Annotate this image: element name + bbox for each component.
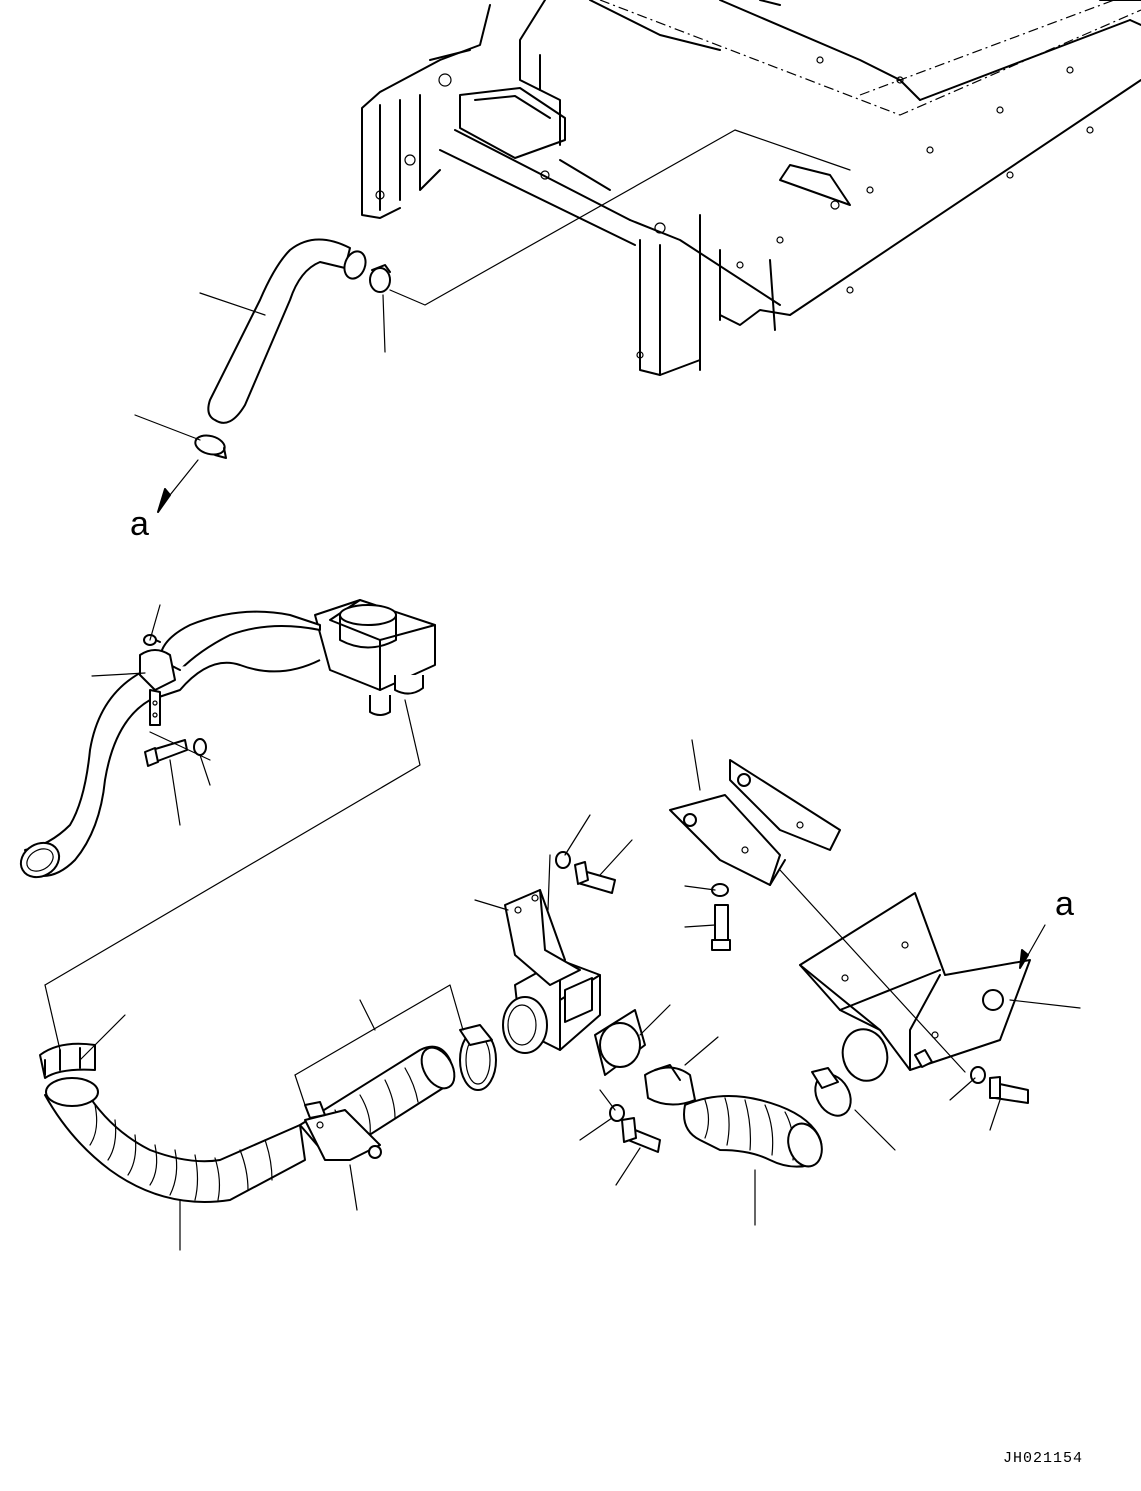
leader-lines-mid-left <box>44 604 421 986</box>
bolt-and-washer-mid-left <box>144 738 207 767</box>
duct-bracket <box>304 1101 382 1161</box>
leader-lines-top <box>134 129 851 513</box>
hose-bracket-clamp <box>139 634 176 726</box>
drawing-code: JH021154 <box>1003 1450 1083 1467</box>
large-clamp-left <box>39 1042 96 1079</box>
curved-hose-right <box>683 1095 823 1168</box>
callout-letter-top: a <box>130 505 149 543</box>
hose-clamp-lower <box>194 434 227 459</box>
mounting-plate <box>504 889 581 986</box>
outlet-housing <box>799 892 1031 1082</box>
heater-unit <box>314 599 436 716</box>
callout-letter-right: a <box>1055 885 1074 923</box>
upper-bracket-pair <box>669 759 841 886</box>
lower-duct-left <box>44 1077 306 1203</box>
hose-clamp-upper <box>369 264 391 293</box>
bolts-and-washers-lower <box>555 851 1029 1153</box>
middle-hose <box>19 610 321 879</box>
small-clamp-right <box>811 1067 852 1117</box>
machine-frame <box>361 0 1141 376</box>
gasket-flange <box>594 1009 646 1076</box>
small-clamp-center <box>644 1064 696 1106</box>
large-clamp-mid <box>459 1024 497 1091</box>
upper-hose <box>207 238 367 424</box>
leader-lines-lower <box>44 739 1081 1251</box>
